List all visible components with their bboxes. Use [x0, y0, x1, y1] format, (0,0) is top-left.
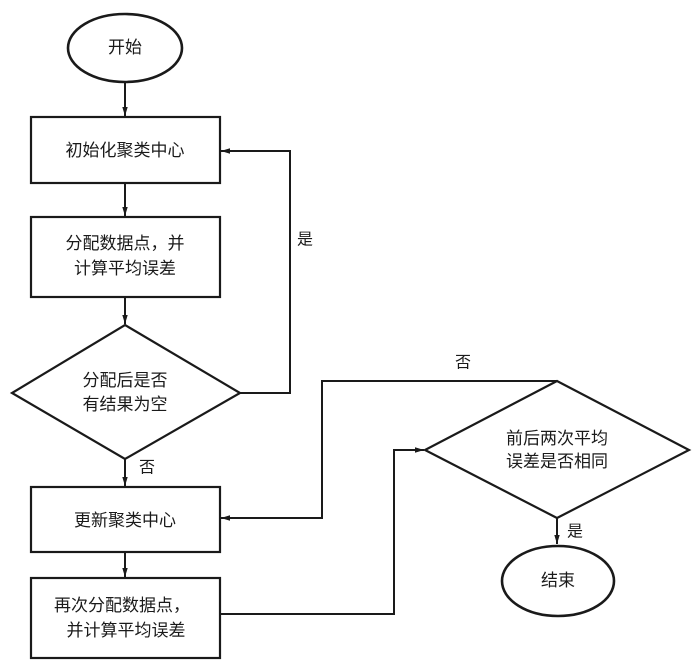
update-centers-box	[29, 485, 222, 554]
check-empty-diamond	[9, 323, 243, 461]
reassign-points-label-line2: 并计算平均误差	[67, 621, 186, 641]
reassign-points-label-line1: 再次分配数据点，	[54, 596, 190, 616]
assign-points-node: 分配数据点，并 计算平均误差	[29, 215, 222, 299]
assign-points-label-line2: 计算平均误差	[74, 259, 176, 279]
end-node: 结束	[500, 544, 616, 618]
check-same-label-line1: 前后两次平均	[506, 429, 608, 449]
end-label: 结束	[541, 571, 575, 591]
check-same-label-line2: 误差是否相同	[506, 452, 608, 472]
start-node: 开始	[66, 12, 184, 84]
init-centers-label: 初始化聚类中心	[66, 141, 185, 161]
arrow-empty-yes-to-init	[221, 148, 291, 394]
end-ellipse	[500, 544, 616, 618]
check-same-diamond	[422, 379, 692, 520]
update-centers-node: 更新聚类中心	[29, 485, 222, 554]
arrow-same-no-to-update	[221, 380, 557, 521]
edge-label-empty-yes: 是	[297, 230, 313, 249]
check-empty-label-line2: 有结果为空	[83, 395, 168, 415]
arrow-reassign-to-check-same	[220, 447, 424, 615]
assign-points-box	[29, 215, 222, 299]
check-empty-label-line1: 分配后是否	[83, 371, 168, 391]
check-same-node: 前后两次平均 误差是否相同	[422, 379, 692, 520]
check-empty-node: 分配后是否 有结果为空	[9, 323, 243, 461]
start-label: 开始	[108, 38, 142, 58]
reassign-points-box	[29, 576, 222, 660]
edge-label-same-no: 否	[455, 353, 471, 372]
init-centers-box	[29, 115, 222, 185]
update-centers-label: 更新聚类中心	[74, 511, 176, 531]
edge-label-empty-no: 否	[139, 458, 155, 477]
assign-points-label-line1: 分配数据点，并	[66, 234, 185, 254]
reassign-points-node: 再次分配数据点， 并计算平均误差	[29, 576, 222, 660]
init-centers-node: 初始化聚类中心	[29, 115, 222, 185]
edge-label-same-yes: 是	[567, 522, 583, 541]
